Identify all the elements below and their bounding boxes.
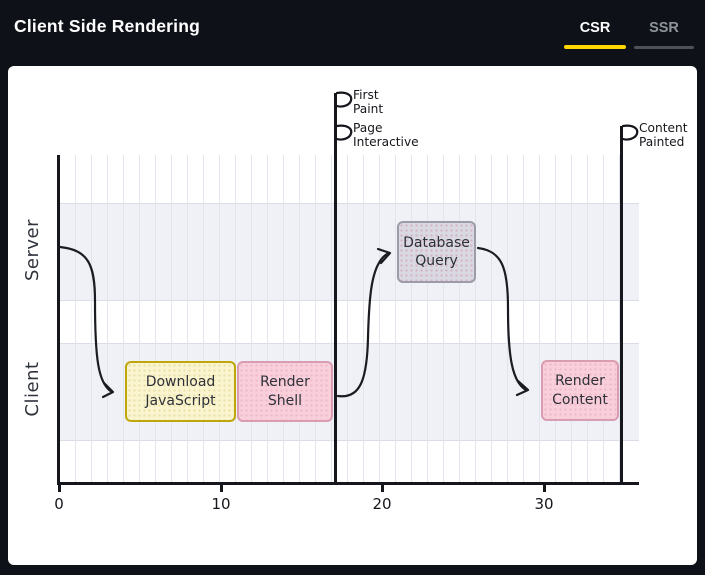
arrow-shell-to-query xyxy=(336,252,389,398)
chart-card: 0 10 20 30 Server Client First Paint Pag… xyxy=(8,66,697,565)
milestone-line-17 xyxy=(334,93,337,485)
y-axis xyxy=(57,155,60,485)
x-tick-20 xyxy=(381,485,384,492)
milestone-label-content-painted: Content Painted xyxy=(639,121,688,149)
x-tick-10 xyxy=(220,485,223,492)
x-axis xyxy=(57,482,639,485)
milestone-label-page-interactive: Page Interactive xyxy=(353,121,419,149)
x-tick-label-20: 20 xyxy=(372,495,392,513)
flag-icon-content-painted xyxy=(621,124,639,141)
arrow-start-to-download xyxy=(58,245,114,394)
tab-csr[interactable]: CSR xyxy=(579,20,611,36)
tab-csr-active-underline xyxy=(564,45,626,49)
flag-icon-first-paint xyxy=(335,91,353,108)
milestone-label-first-paint: First Paint xyxy=(353,88,384,116)
flag-icon-page-interactive xyxy=(335,124,353,141)
arrow-query-to-content xyxy=(476,246,528,392)
x-tick-label-0: 0 xyxy=(54,495,64,513)
arrowhead-download xyxy=(101,381,115,399)
task-render-shell: Render Shell xyxy=(237,361,333,422)
arrowhead-content xyxy=(515,379,530,397)
flow-arrows xyxy=(58,245,530,399)
milestone-line-35 xyxy=(620,126,623,485)
gridlines xyxy=(60,155,622,482)
task-render-content: Render Content xyxy=(541,360,619,421)
x-tick-0 xyxy=(58,485,61,492)
tab-ssr[interactable]: SSR xyxy=(649,20,679,36)
x-tick-label-30: 30 xyxy=(534,495,554,513)
arrowhead-query xyxy=(376,247,392,265)
page-title: Client Side Rendering xyxy=(14,16,201,36)
tab-ssr-underline xyxy=(634,46,694,49)
task-download-javascript: Download JavaScript xyxy=(125,361,236,422)
x-tick-30 xyxy=(543,485,546,492)
task-database-query: Database Query xyxy=(397,221,476,283)
x-tick-label-10: 10 xyxy=(211,495,231,513)
